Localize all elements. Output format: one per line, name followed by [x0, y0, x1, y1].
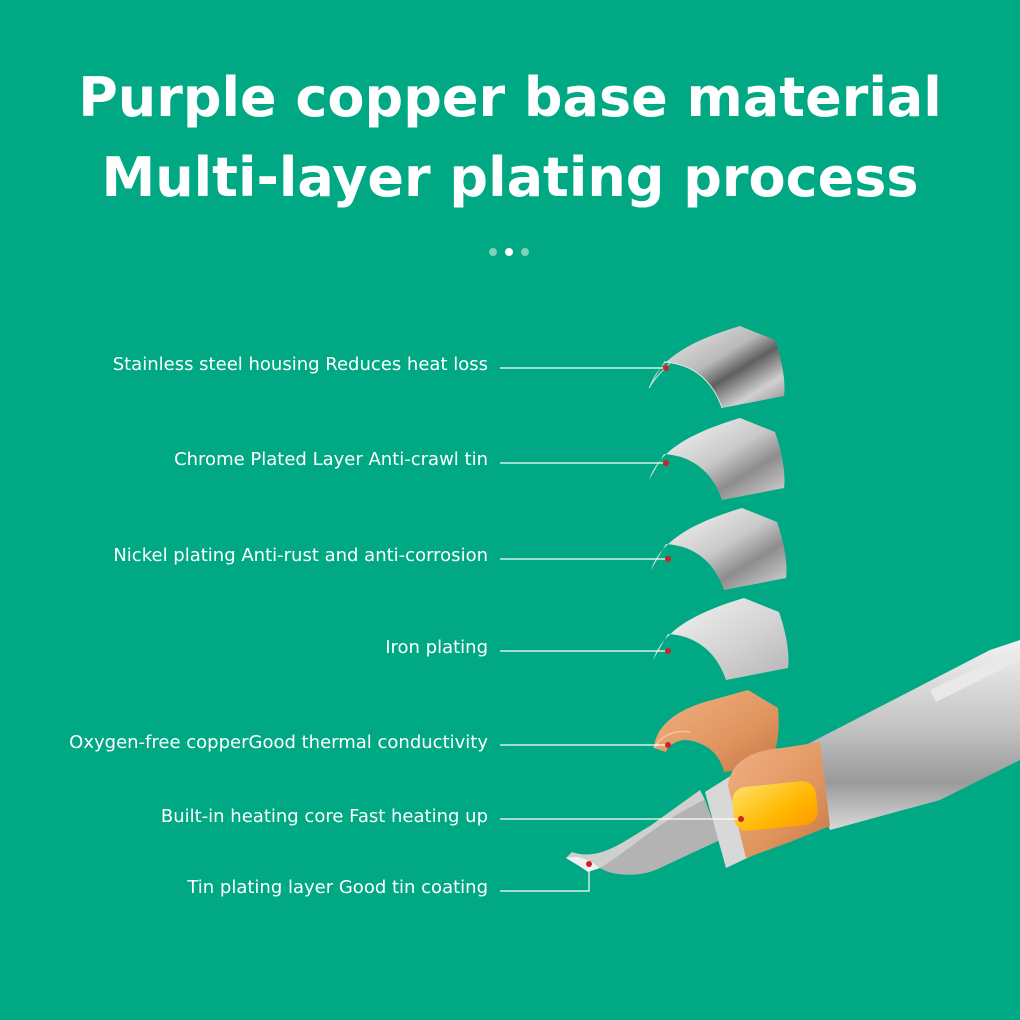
iron-layer-shell	[653, 598, 789, 680]
label-chrome-plated-layer: Chrome Plated Layer Anti-crawl tin	[174, 449, 488, 470]
label-nickel-plating: Nickel plating Anti-rust and anti-corros…	[113, 545, 488, 566]
pagination-dot[interactable]	[489, 248, 497, 256]
stainless-steel-shell	[648, 326, 785, 409]
label-iron-plating: Iron plating	[385, 637, 488, 658]
nickel-layer-shell	[651, 508, 787, 590]
label-oxygen-free-copper: Oxygen-free copperGood thermal conductiv…	[69, 732, 488, 753]
soldering-tip	[566, 640, 1020, 875]
label-stainless-steel-housing: Stainless steel housing Reduces heat los…	[112, 354, 488, 375]
title-line-1: Purple copper base material	[78, 66, 942, 129]
title-line-2: Multi-layer plating process	[101, 146, 919, 209]
leader-lines	[500, 367, 741, 892]
label-heating-core: Built-in heating core Fast heating up	[160, 806, 488, 827]
label-tin-plating: Tin plating layer Good tin coating	[187, 877, 488, 898]
chrome-layer-shell	[649, 418, 785, 500]
pagination-dot-active[interactable]	[505, 248, 513, 256]
pagination-dot[interactable]	[521, 248, 529, 256]
marker-dots	[586, 365, 744, 867]
